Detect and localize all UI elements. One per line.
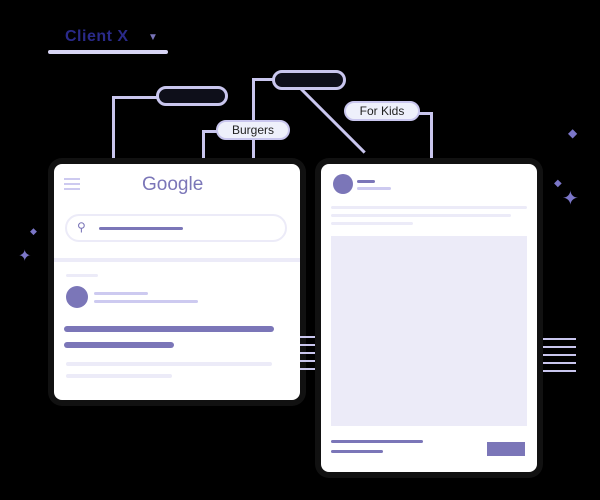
placeholder-line	[331, 222, 413, 225]
avatar	[333, 174, 353, 194]
sparkle-icon: ◆	[554, 178, 562, 189]
stripes-connector	[536, 338, 576, 372]
sparkle-icon: ✦	[562, 188, 579, 210]
avatar	[66, 286, 88, 308]
stripes-connector	[300, 336, 320, 370]
connector-line	[202, 130, 218, 133]
placeholder-line	[357, 187, 391, 190]
placeholder-line	[331, 440, 423, 443]
connector-line	[430, 112, 433, 162]
placeholder-line	[331, 214, 511, 217]
connector-line	[112, 96, 158, 99]
divider	[54, 258, 300, 262]
placeholder-line	[331, 450, 383, 453]
cta-button[interactable]	[487, 442, 525, 456]
sparkle-icon: ✦	[18, 248, 32, 265]
hamburger-icon[interactable]	[64, 178, 80, 190]
landing-page-card	[321, 164, 537, 472]
hero-image-placeholder	[331, 346, 527, 426]
client-name[interactable]: Client X	[65, 28, 129, 45]
caret-down-icon[interactable]: ▼	[148, 32, 158, 43]
label-burgers: Burgers	[216, 120, 290, 140]
connector-line	[112, 96, 115, 160]
placeholder-line	[357, 180, 375, 183]
sparkle-icon: ◆	[30, 226, 37, 236]
search-results-card: Google ⚲	[54, 164, 300, 400]
connector-line	[252, 78, 276, 81]
placeholder-line	[94, 292, 148, 295]
connector-line	[202, 130, 205, 160]
google-logo: Google	[142, 174, 204, 195]
placeholder-line	[66, 362, 272, 366]
label-for-kids: For Kids	[344, 101, 420, 121]
placeholder-line	[66, 374, 172, 378]
result-title-bar[interactable]	[64, 326, 274, 332]
connector-line	[252, 78, 255, 160]
client-underline	[48, 50, 168, 54]
search-input[interactable]: ⚲	[65, 214, 287, 242]
search-query-bar	[99, 227, 183, 230]
masked-label-1	[156, 86, 228, 106]
placeholder-line	[66, 274, 98, 277]
search-icon: ⚲	[77, 220, 86, 234]
connector-line	[418, 112, 432, 115]
placeholder-line	[331, 206, 527, 209]
sparkle-icon: ◆	[568, 126, 578, 140]
masked-label-2	[272, 70, 346, 90]
placeholder-line	[94, 300, 198, 303]
hero-image-placeholder	[331, 236, 527, 346]
result-title-bar[interactable]	[64, 342, 174, 348]
